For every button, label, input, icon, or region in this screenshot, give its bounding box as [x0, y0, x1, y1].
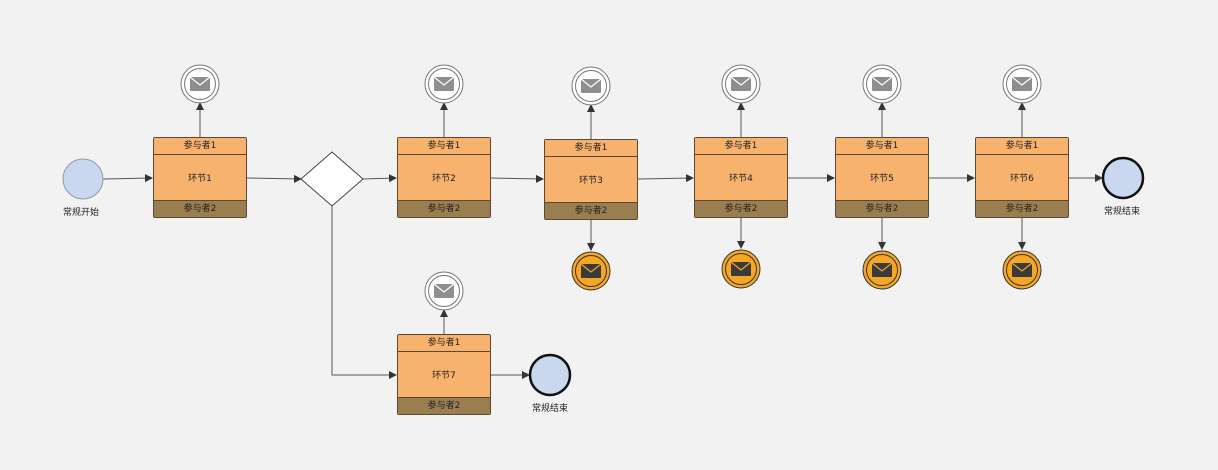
throw-message-event-3[interactable]	[571, 251, 611, 291]
participant-top: 参与者1	[836, 138, 928, 155]
envelope-icon	[433, 76, 455, 91]
end-event-2[interactable]	[528, 353, 572, 397]
end-event-label-1: 常规结束	[1104, 207, 1141, 217]
task-6[interactable]: 参与者1 环节6 参与者2	[975, 137, 1069, 218]
envelope-icon	[871, 262, 893, 277]
task-5[interactable]: 参与者1 环节5 参与者2	[835, 137, 929, 218]
flow-task2-to-task3[interactable]	[490, 174, 544, 183]
start-event[interactable]	[62, 158, 104, 200]
envelope-icon	[1011, 262, 1033, 277]
throw-message-event-6[interactable]	[1002, 250, 1042, 290]
catch-message-event-1[interactable]	[180, 64, 220, 104]
end-event-1[interactable]	[1101, 156, 1145, 200]
flow-start-to-task1[interactable]	[102, 174, 153, 183]
task-name: 环节3	[579, 176, 603, 186]
participant-top: 参与者1	[695, 138, 787, 155]
task-name: 环节4	[729, 174, 753, 184]
task-name: 环节1	[188, 174, 212, 184]
catch-message-event-3[interactable]	[571, 66, 611, 106]
catch-message-event-7[interactable]	[424, 271, 464, 311]
flow-gateway-to-task7[interactable]	[331, 206, 397, 379]
exclusive-gateway[interactable]	[300, 151, 364, 207]
flow-gateway-to-task2[interactable]	[362, 174, 397, 183]
task-2[interactable]: 参与者1 环节2 参与者2	[397, 137, 491, 218]
participant-top: 参与者1	[398, 335, 490, 352]
participant-bottom: 参与者2	[154, 200, 246, 217]
task-1[interactable]: 参与者1 环节1 参与者2	[153, 137, 247, 218]
start-event-label: 常规开始	[63, 208, 100, 218]
envelope-icon	[433, 283, 455, 298]
flow-task3-to-task4[interactable]	[637, 174, 694, 183]
participant-bottom: 参与者2	[695, 200, 787, 217]
participant-bottom: 参与者2	[545, 202, 637, 219]
participant-bottom: 参与者2	[836, 200, 928, 217]
task-4[interactable]: 参与者1 环节4 参与者2	[694, 137, 788, 218]
participant-top: 参与者1	[398, 138, 490, 155]
participant-top: 参与者1	[976, 138, 1068, 155]
participant-bottom: 参与者2	[398, 397, 490, 414]
throw-message-event-5[interactable]	[862, 250, 902, 290]
catch-message-event-4[interactable]	[721, 64, 761, 104]
throw-message-event-4[interactable]	[721, 249, 761, 289]
task-name: 环节2	[432, 174, 456, 184]
task-7[interactable]: 参与者1 环节7 参与者2	[397, 334, 491, 415]
participant-bottom: 参与者2	[398, 200, 490, 217]
envelope-icon	[871, 76, 893, 91]
catch-message-event-5[interactable]	[862, 64, 902, 104]
task-3[interactable]: 参与者1 环节3 参与者2	[544, 139, 638, 220]
envelope-icon	[730, 76, 752, 91]
catch-message-event-2[interactable]	[424, 64, 464, 104]
participant-top: 参与者1	[545, 140, 637, 157]
envelope-icon	[580, 78, 602, 93]
participant-top: 参与者1	[154, 138, 246, 155]
participant-bottom: 参与者2	[976, 200, 1068, 217]
envelope-icon	[580, 263, 602, 278]
task-name: 环节5	[870, 174, 894, 184]
catch-message-event-6[interactable]	[1002, 64, 1042, 104]
flow-task1-to-gateway[interactable]	[246, 174, 302, 183]
envelope-icon	[189, 76, 211, 91]
envelope-icon	[730, 261, 752, 276]
task-name: 环节7	[432, 371, 456, 381]
task-name: 环节6	[1010, 174, 1034, 184]
envelope-icon	[1011, 76, 1033, 91]
end-event-label-2: 常规结束	[532, 404, 569, 414]
